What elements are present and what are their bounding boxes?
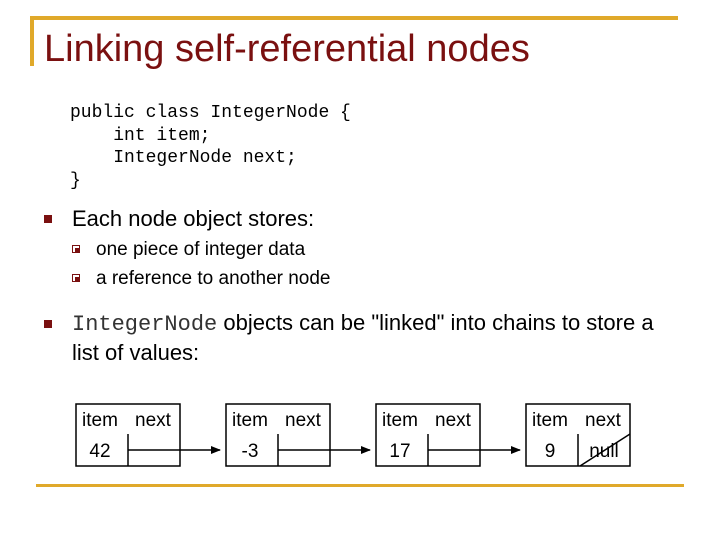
node-item-value: -3 [242,441,259,462]
next-header: next [585,410,622,431]
list-node: item next -3 [225,403,331,467]
code-line: int item; [70,125,211,146]
title-frame-left [30,16,34,66]
subbullet-square-icon [72,274,80,282]
node-item-value: 9 [545,441,556,462]
title-frame-top [30,16,678,20]
item-header: item [82,410,118,431]
node-item-value: 42 [89,441,110,462]
bullet-text: IntegerNode objects can be "linked" into… [72,310,654,337]
subbullet-square-icon [72,245,80,253]
next-header: next [285,410,322,431]
bullet-square-icon [44,320,52,328]
next-header: next [435,410,472,431]
item-header: item [232,410,268,431]
null-slash [579,433,631,467]
next-header: next [135,410,172,431]
code-line: IntegerNode next; [70,148,297,168]
bullet-text-line2: list of values: [72,340,200,365]
bullet-square-icon [44,215,52,223]
subbullet-text: one piece of integer data [96,239,306,260]
class-name-code: IntegerNode [72,312,218,337]
list-node: item next 42 [75,403,181,467]
subbullet-text: a reference to another node [96,268,331,289]
bullet-text: Each node object stores: [72,206,315,231]
item-header: item [382,410,418,431]
list-node: item next 9 null [525,403,631,467]
list-node: item next 17 [375,403,481,467]
bottom-rule [36,484,684,487]
node-item-value: 17 [389,441,410,462]
item-header: item [532,410,568,431]
code-block: public class IntegerNode { int item; Int… [70,102,351,192]
slide-title: Linking self-referential nodes [44,28,530,70]
code-line: public class IntegerNode { [70,103,351,123]
code-line: } [70,170,81,191]
bullet-text-part: objects can be "linked" into chains to s… [217,310,654,335]
